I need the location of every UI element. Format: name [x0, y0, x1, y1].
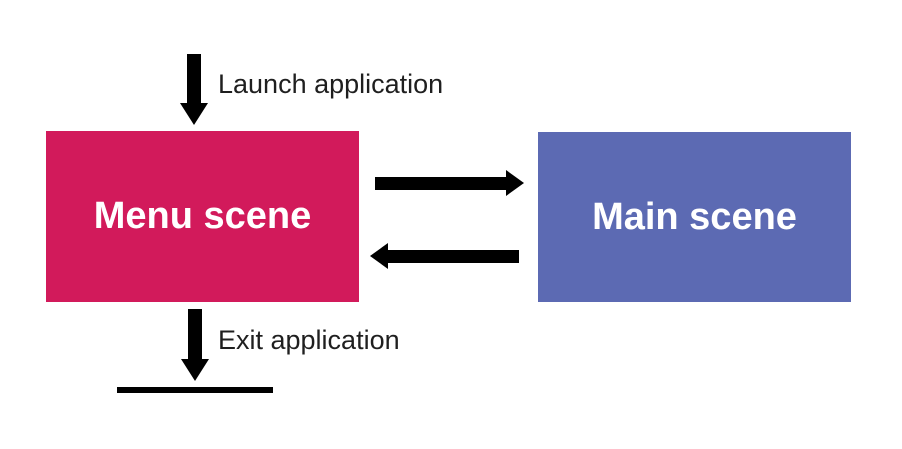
exit-edge-label: Exit application — [218, 325, 400, 355]
terminator-line — [117, 387, 273, 393]
main-to-menu-arrow-icon — [388, 250, 519, 263]
main-scene-node: Main scene — [538, 132, 851, 302]
main-to-menu-arrowhead-icon — [370, 243, 388, 269]
menu-scene-node: Menu scene — [46, 131, 359, 302]
main-scene-label: Main scene — [592, 195, 797, 238]
launch-arrowhead-icon — [180, 103, 208, 125]
exit-arrowhead-icon — [181, 359, 209, 381]
menu-to-main-arrowhead-icon — [506, 170, 524, 196]
exit-arrow-icon — [188, 309, 202, 360]
launch-edge-label: Launch application — [218, 69, 444, 99]
menu-scene-label: Menu scene — [93, 195, 312, 237]
launch-arrow-icon — [187, 54, 201, 104]
menu-to-main-arrow-icon — [375, 177, 506, 190]
